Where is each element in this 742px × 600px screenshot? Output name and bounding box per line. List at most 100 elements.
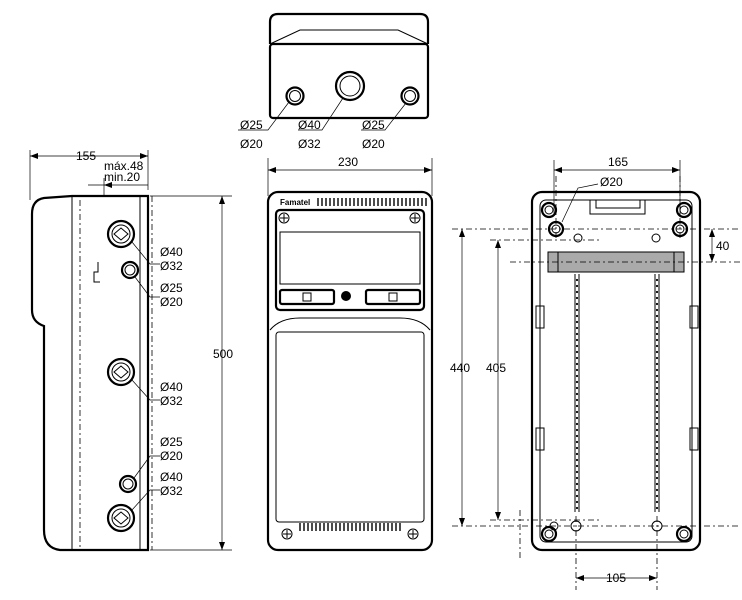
rail-dot bbox=[655, 290, 659, 294]
rail-dot bbox=[655, 314, 659, 318]
side-hole-1-label-1: Ø40 bbox=[160, 245, 183, 259]
rail-dot bbox=[575, 470, 579, 474]
rail-dot bbox=[575, 452, 579, 456]
rail-dot bbox=[575, 308, 579, 312]
brand-logo: Famatel bbox=[280, 198, 310, 207]
top-hole-right bbox=[400, 86, 420, 106]
rail-dot bbox=[655, 404, 659, 408]
rail-dot bbox=[655, 296, 659, 300]
rail-dot bbox=[575, 488, 579, 492]
rail-dot bbox=[575, 458, 579, 462]
rail-dot bbox=[655, 488, 659, 492]
rail-dot bbox=[575, 482, 579, 486]
rail-dot bbox=[575, 296, 579, 300]
rail-dot bbox=[575, 314, 579, 318]
rail-dot bbox=[575, 464, 579, 468]
rail-dot bbox=[575, 422, 579, 426]
rail-dot bbox=[655, 428, 659, 432]
top-right-hole-label-1: Ø25 bbox=[362, 118, 385, 132]
rail-dot bbox=[575, 374, 579, 378]
rail-dot bbox=[575, 404, 579, 408]
screw-bottom-right bbox=[407, 528, 419, 540]
back-hole-bl bbox=[540, 525, 558, 543]
rail-dot bbox=[575, 368, 579, 372]
top-left-hole-label-2: Ø20 bbox=[240, 137, 263, 151]
top-view: Ø25 Ø20 Ø40 Ø32 Ø25 Ø20 bbox=[238, 12, 430, 151]
rail-dot bbox=[655, 506, 659, 510]
rail-dot bbox=[655, 338, 659, 342]
side-hole-4-label-1: Ø25 bbox=[160, 435, 183, 449]
rail-dot bbox=[655, 344, 659, 348]
rail-dot bbox=[655, 464, 659, 468]
back-top-spacing-label: 165 bbox=[608, 155, 628, 169]
rail-dot bbox=[575, 338, 579, 342]
rail-dot bbox=[575, 392, 579, 396]
screw-top-right bbox=[409, 212, 421, 224]
top-left-hole-label-1: Ø25 bbox=[240, 118, 263, 132]
back-hole-tr bbox=[675, 201, 693, 219]
side-hole-4-label-2: Ø20 bbox=[160, 449, 183, 463]
back-hole-br bbox=[675, 525, 693, 543]
top-hole-left bbox=[285, 86, 305, 106]
rail-dot bbox=[575, 398, 579, 402]
rail-dot bbox=[575, 416, 579, 420]
side-knockout-small-2 bbox=[118, 474, 138, 494]
screw-bottom-left bbox=[281, 528, 293, 540]
top-right-hole-label-2: Ø20 bbox=[362, 137, 385, 151]
rail-dot bbox=[575, 290, 579, 294]
rail-dot bbox=[655, 416, 659, 420]
rail-dot bbox=[575, 500, 579, 504]
rail-dot bbox=[575, 278, 579, 282]
front-width-label: 230 bbox=[338, 155, 358, 169]
rail-dot bbox=[575, 344, 579, 348]
side-hole-2-label-2: Ø20 bbox=[160, 295, 183, 309]
back-rail-offset-label: 40 bbox=[716, 239, 730, 253]
rail-dot bbox=[575, 428, 579, 432]
rail-dot bbox=[655, 332, 659, 336]
back-bottom-spacing-label: 105 bbox=[606, 571, 626, 585]
rail-dot bbox=[655, 446, 659, 450]
rail-dot bbox=[575, 386, 579, 390]
back-view: 165 Ø20 bbox=[450, 155, 740, 590]
rail-dot bbox=[575, 356, 579, 360]
rail-dot bbox=[655, 398, 659, 402]
rail-dot bbox=[655, 452, 659, 456]
side-depth-label: 155 bbox=[76, 149, 96, 163]
side-hole-2-label-1: Ø25 bbox=[160, 281, 183, 295]
side-offset-min-label: min.20 bbox=[104, 170, 140, 184]
rail-dot bbox=[655, 386, 659, 390]
rail-dot bbox=[575, 326, 579, 330]
rail-dot bbox=[575, 494, 579, 498]
screw-top-left bbox=[278, 212, 290, 224]
rail-dot bbox=[655, 284, 659, 288]
side-height-label: 500 bbox=[213, 347, 233, 361]
rail-dot bbox=[575, 332, 579, 336]
rail-dot bbox=[655, 440, 659, 444]
rail-dot bbox=[575, 446, 579, 450]
rail-dot bbox=[655, 302, 659, 306]
side-knockout-large-1 bbox=[106, 219, 136, 249]
rail-dot bbox=[655, 320, 659, 324]
rail-dot bbox=[575, 302, 579, 306]
side-hole-5-label-1: Ø40 bbox=[160, 470, 183, 484]
rail-dot bbox=[655, 350, 659, 354]
rail-dot bbox=[655, 278, 659, 282]
rail-dot bbox=[655, 374, 659, 378]
top-hole-center bbox=[334, 70, 366, 102]
side-hole-3-label-1: Ø40 bbox=[160, 380, 183, 394]
side-knockout-large-2 bbox=[106, 357, 136, 387]
rail-dot bbox=[575, 320, 579, 324]
top-center-hole-label-2: Ø32 bbox=[298, 137, 321, 151]
rail-dot bbox=[655, 356, 659, 360]
rail-perforations bbox=[575, 278, 659, 510]
rail-dot bbox=[655, 500, 659, 504]
rail-dot bbox=[655, 380, 659, 384]
rail-dot bbox=[575, 380, 579, 384]
back-height-inner-label: 405 bbox=[486, 361, 506, 375]
side-knockout-large-3 bbox=[106, 503, 136, 533]
rail-dot bbox=[575, 362, 579, 366]
side-hole-1-label-2: Ø32 bbox=[160, 259, 183, 273]
rail-dot bbox=[655, 494, 659, 498]
